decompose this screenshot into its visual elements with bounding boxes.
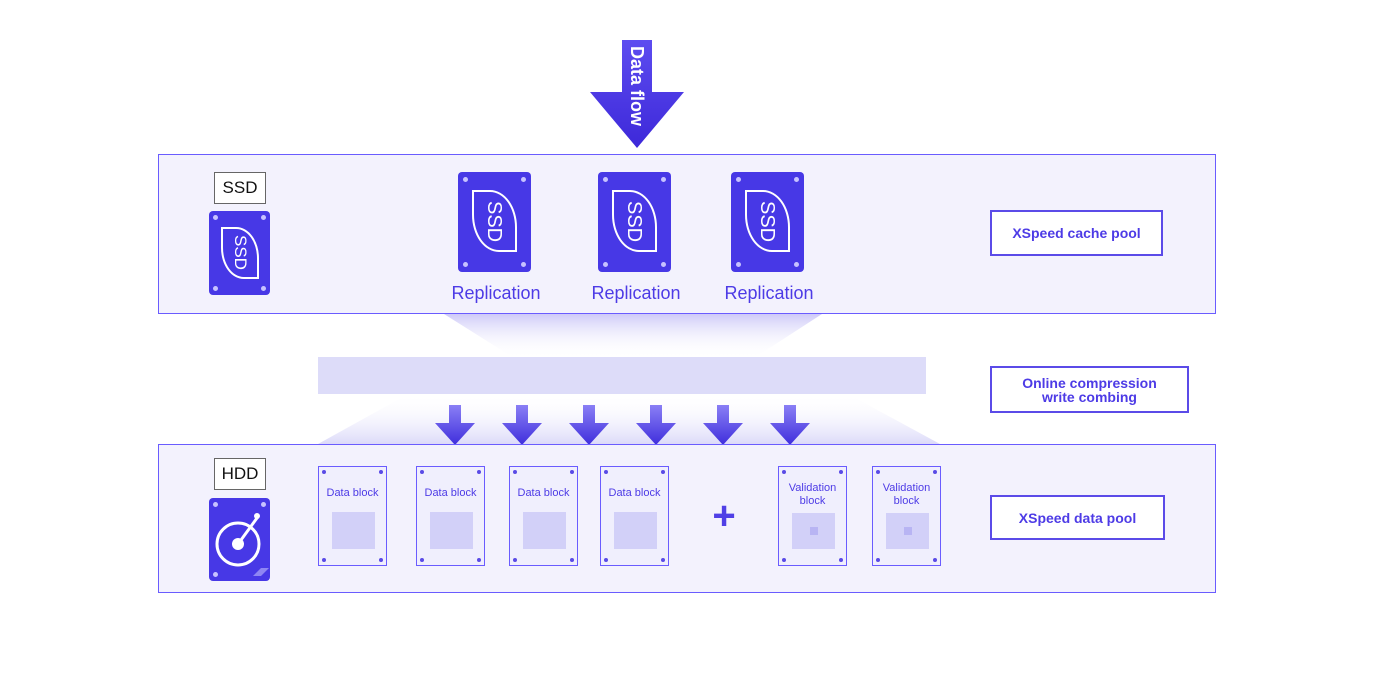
- validation-block: Validation block: [778, 466, 847, 566]
- replication-label: Replication: [724, 283, 814, 303]
- ssd-drive-icon: SSD: [209, 211, 270, 295]
- hdd-tag: HDD: [214, 458, 266, 490]
- down-arrow-icon: [569, 405, 609, 445]
- data-block-label: Data block: [608, 487, 661, 499]
- replica-ssd-text: SSD: [483, 201, 505, 243]
- validation-block-label-line1: Validation: [788, 482, 837, 494]
- data-block: Data block: [600, 466, 669, 566]
- down-arrow-icon: [770, 405, 810, 445]
- ssd-drive-text: SSD: [231, 235, 250, 270]
- data-block: Data block: [416, 466, 485, 566]
- compression-label-line2: write combing: [1042, 388, 1137, 405]
- validation-block-label-line2: block: [893, 495, 920, 507]
- compression-label: Online compression write combing: [990, 366, 1189, 413]
- data-pool-label: XSpeed data pool: [990, 495, 1165, 540]
- ssd-tag: SSD: [214, 172, 266, 204]
- cache-pool-label: XSpeed cache pool: [990, 210, 1163, 256]
- write-combine-bar: [318, 357, 926, 394]
- funnel-top: [444, 314, 822, 358]
- down-arrow-icon: [502, 405, 542, 445]
- funnel-bottom: [318, 394, 940, 444]
- replica-ssd-text: SSD: [756, 201, 778, 243]
- replication-label: Replication: [451, 283, 541, 303]
- validation-block-label-line2: block: [799, 495, 826, 507]
- data-block-label: Data block: [424, 487, 477, 499]
- replication-label: Replication: [591, 283, 681, 303]
- validation-block: Validation block: [872, 466, 941, 566]
- down-arrow-icon: [703, 405, 743, 445]
- validation-block-label-line1: Validation: [882, 482, 931, 494]
- plus-sign: +: [712, 494, 736, 538]
- replica-ssd-text: SSD: [623, 201, 645, 243]
- hdd-drive-icon: [209, 498, 270, 581]
- down-arrow-icon: [435, 405, 475, 445]
- data-block: Data block: [509, 466, 578, 566]
- down-arrow-icon: [636, 405, 676, 445]
- replica-ssd-icon: SSD: [731, 172, 804, 272]
- data-block-label: Data block: [326, 487, 379, 499]
- data-block-label: Data block: [517, 487, 570, 499]
- replica-ssd-icon: SSD: [598, 172, 671, 272]
- data-flow-label: Data flow: [627, 45, 647, 126]
- data-block: Data block: [318, 466, 387, 566]
- replica-ssd-icon: SSD: [458, 172, 531, 272]
- data-flow-arrow-icon: [590, 40, 684, 148]
- compression-label-line1: Online compression: [1022, 374, 1157, 391]
